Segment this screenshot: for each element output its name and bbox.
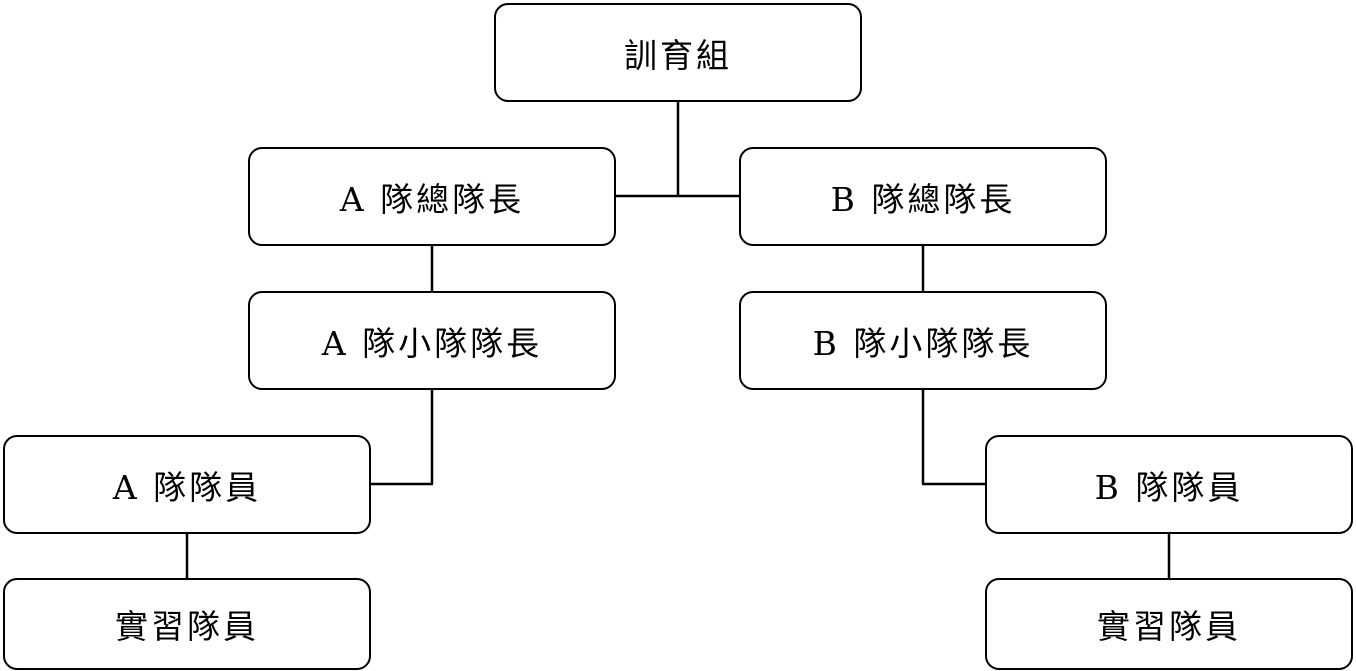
node-b-squad-leader: B 隊小隊隊長: [739, 291, 1107, 390]
node-b-team-member: B 隊隊員: [985, 435, 1353, 534]
node-a-team-leader: A 隊總隊長: [248, 147, 616, 246]
node-a-intern: 實習隊員: [3, 578, 371, 670]
node-b-team-leader: B 隊總隊長: [739, 147, 1107, 246]
node-b-intern: 實習隊員: [985, 578, 1353, 670]
node-a-squad-leader: A 隊小隊隊長: [248, 291, 616, 390]
node-root: 訓育組: [494, 3, 862, 102]
node-a-team-member: A 隊隊員: [3, 435, 371, 534]
